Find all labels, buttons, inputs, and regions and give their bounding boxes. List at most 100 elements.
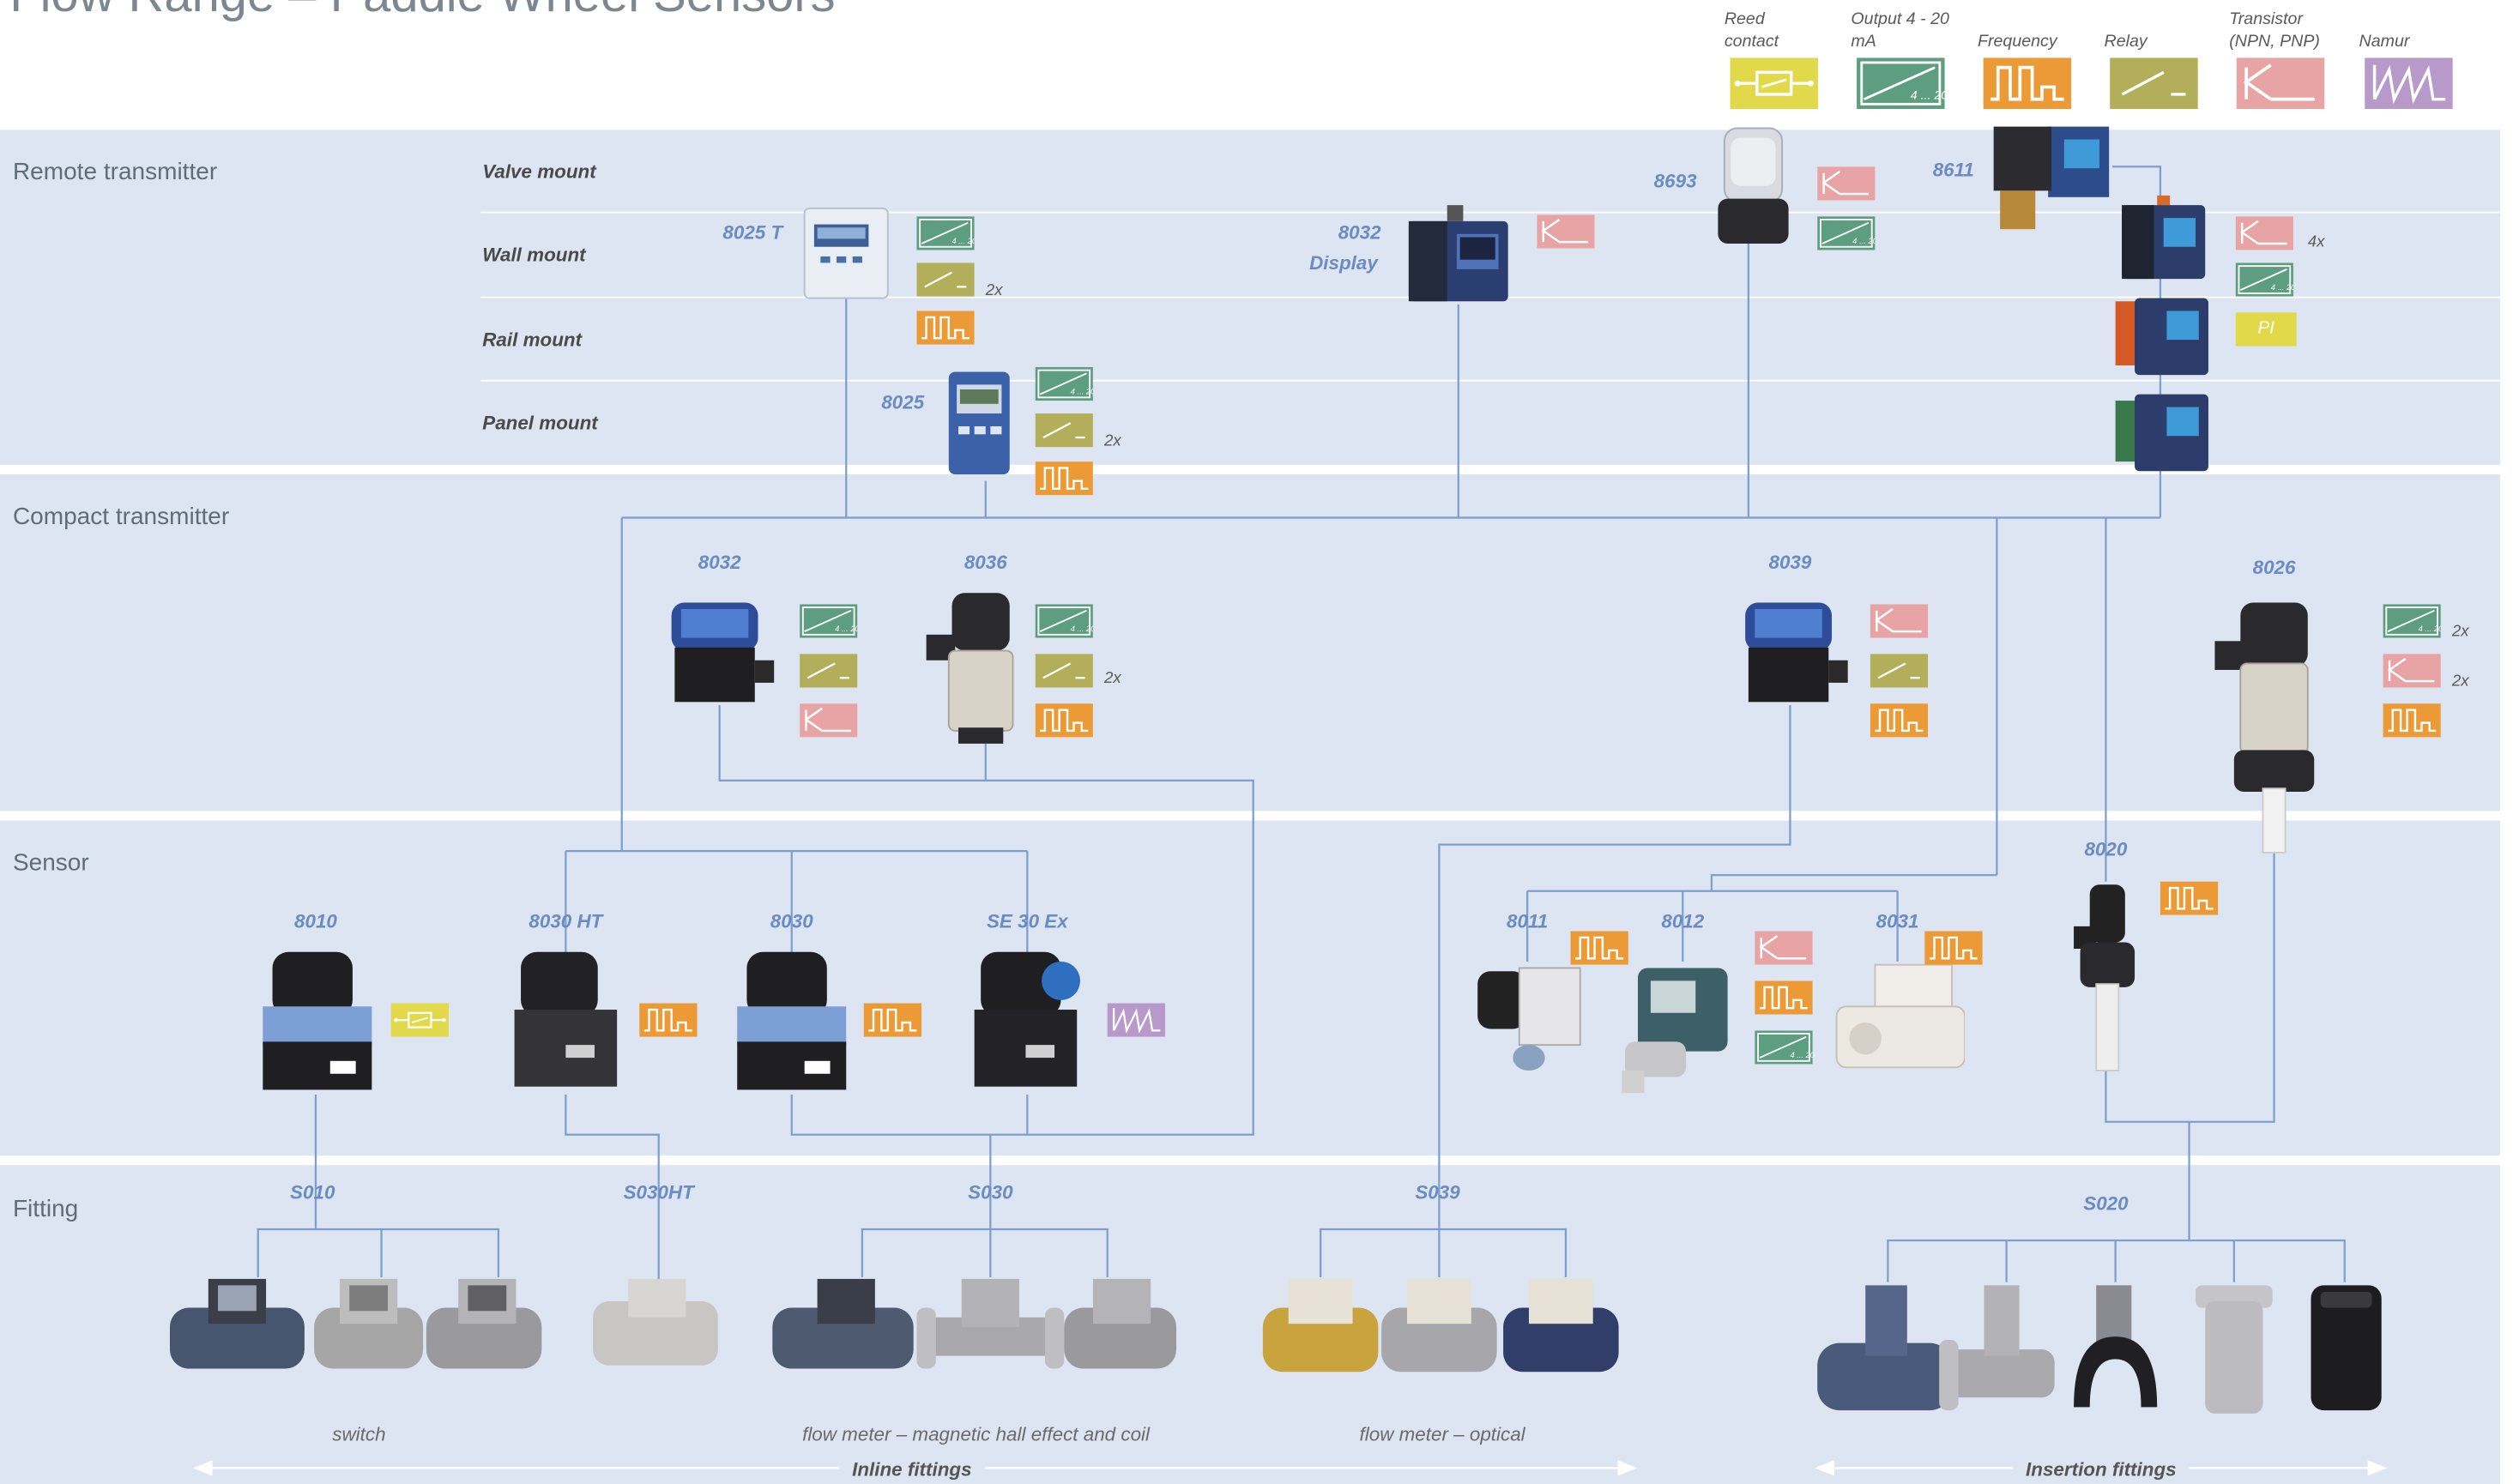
device-8020-image: [2074, 884, 2135, 1071]
legend-label-relay: Relay: [2104, 32, 2148, 51]
fitting-S030-steel-image: [1064, 1278, 1177, 1369]
device-8611-panel-image: [2115, 394, 2208, 472]
insertion-fittings-label: Insertion fittings: [2013, 1458, 2190, 1481]
fitting-S020-weld-image: [2196, 1285, 2273, 1414]
row-label-sensor: Sensor: [12, 849, 89, 877]
product-label-8025: 8025: [881, 390, 925, 414]
frequency-icon: [1036, 461, 1093, 495]
frequency-icon: [862, 1004, 923, 1037]
frequency-icon: [635, 1004, 702, 1037]
band-divider: [0, 1155, 2513, 1164]
row-label-compact-transmitter: Compact transmitter: [12, 503, 230, 531]
device-8693-image: [1718, 127, 1789, 244]
product-label-8026: 8026: [2252, 556, 2296, 579]
mount-divider: [480, 379, 2504, 382]
legend-label-reed: Reed contact: [1724, 9, 1779, 51]
band-divider: [0, 811, 2513, 819]
product-label-8010: 8010: [294, 910, 337, 933]
frequency-icon: [1036, 703, 1093, 737]
multiplier-label: 2x: [2451, 673, 2469, 691]
frequency-icon: [2159, 882, 2220, 915]
transistor-icon: [2236, 216, 2293, 250]
analog-output-icon: [916, 216, 974, 250]
fitting-label-S030HT: S030HT: [623, 1180, 694, 1204]
frequency-icon: [1753, 980, 1814, 1014]
legend-label-output: Output 4 - 20 mA: [1851, 9, 1949, 51]
multiplier-label: 2x: [1103, 432, 1121, 450]
transistor-icon: [800, 703, 857, 737]
analog-output-icon: [1753, 1030, 1814, 1064]
product-label-8032-display: 8032: [1338, 220, 1381, 244]
fitting-S030-clamp-image: [916, 1278, 1065, 1369]
device-8030-image: [737, 951, 847, 1090]
frequency-icon: [916, 311, 974, 344]
product-label-8032-display-b: Display: [1309, 251, 1378, 274]
product-label-8012: 8012: [1661, 910, 1705, 933]
relay-icon: [1036, 654, 1093, 687]
caption-optical: flow meter – optical: [1359, 1423, 1525, 1446]
fitting-S020-pvc-tee-image: [1817, 1285, 1953, 1411]
product-label-SE30Ex: SE 30 Ex: [986, 910, 1068, 933]
device-8025T-image: [803, 207, 889, 299]
product-label-8020: 8020: [2084, 838, 2128, 861]
pi-output-badge: [2235, 312, 2297, 347]
mount-label-wall: Wall mount: [482, 243, 586, 267]
relay-icon: [800, 654, 857, 687]
fitting-label-S039: S039: [1415, 1180, 1460, 1204]
device-8039-image: [1745, 602, 1848, 703]
mount-label-valve: Valve mount: [482, 160, 596, 183]
pi-output-label: PI: [2257, 318, 2274, 339]
row-label-remote-transmitter: Remote transmitter: [12, 158, 218, 186]
fitting-label-S030: S030: [968, 1180, 1013, 1204]
analog-output-icon: [2383, 604, 2441, 637]
analog-output-icon: [1036, 367, 1093, 401]
device-SE30Ex-image: [974, 951, 1080, 1087]
caption-switch: switch: [332, 1423, 386, 1446]
fitting-label-S020: S020: [2083, 1192, 2129, 1216]
device-8611-controller-image: [2122, 195, 2206, 280]
relay-icon: [916, 262, 974, 296]
product-label-8611: 8611: [1932, 158, 1974, 182]
analog-output-icon: [800, 604, 857, 637]
transistor-icon: [1753, 931, 1814, 964]
analog-output-icon: [2236, 262, 2293, 296]
fitting-S039-pvc-image: [1503, 1278, 1619, 1372]
device-8012-image: [1622, 968, 1728, 1094]
inline-fittings-label: Inline fittings: [839, 1458, 985, 1481]
mount-label-panel: Panel mount: [482, 412, 598, 435]
namur-icon: [1106, 1004, 1167, 1037]
band-compact-transmitter: [0, 474, 2500, 816]
band-sensor: [0, 820, 2500, 1161]
device-8032-display-image: [1408, 205, 1508, 302]
fitting-S030-pvc-image: [772, 1278, 914, 1369]
caption-hall-effect: flow meter – magnetic hall effect and co…: [802, 1423, 1151, 1446]
product-label-8030HT: 8030 HT: [529, 910, 603, 933]
product-label-8030: 8030: [770, 910, 813, 933]
product-label-8025T: 8025 T: [722, 220, 783, 244]
device-8025-image: [948, 371, 1010, 475]
relay-icon: [1870, 654, 1928, 687]
band-divider: [0, 464, 2513, 474]
product-label-8032-compact: 8032: [698, 551, 741, 574]
device-8032-compact-image: [671, 602, 775, 703]
device-8611-rail-image: [2115, 298, 2208, 376]
legend-label-frequency: Frequency: [1977, 32, 2057, 51]
transistor-icon: [1537, 214, 1594, 248]
device-8010-image: [263, 951, 372, 1090]
reed-contact-icon: [390, 1004, 450, 1037]
device-8611-image: [1993, 126, 2110, 230]
device-8011-image: [1477, 967, 1581, 1071]
frequency-icon: [1923, 931, 1984, 964]
product-label-8036: 8036: [964, 551, 1007, 574]
fitting-S039-steel-image: [1381, 1278, 1497, 1372]
fitting-S010-pvc-image: [169, 1278, 305, 1369]
product-label-8011: 8011: [1507, 910, 1549, 933]
mount-label-rail: Rail mount: [482, 329, 583, 352]
transistor-icon: [1817, 166, 1875, 200]
fitting-S020-saddle-image: [2074, 1285, 2158, 1408]
fitting-label-S010: S010: [290, 1180, 335, 1204]
legend-label-namur: Namur: [2359, 32, 2410, 51]
fitting-S010-steel-image: [426, 1278, 542, 1369]
device-8026-image: [2214, 602, 2315, 854]
